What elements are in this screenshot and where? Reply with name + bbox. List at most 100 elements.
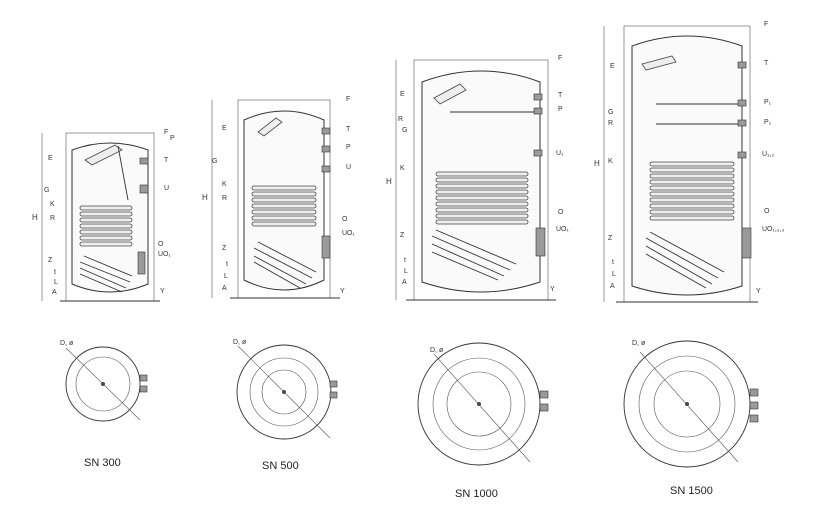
sn1500-label-f: F [764, 21, 768, 28]
sn300-plan-label: D, ø [60, 340, 74, 347]
sn1000-inlet-pipe [433, 83, 467, 105]
sn1500-center-point [685, 402, 689, 406]
sn1000-label-k: K [400, 165, 405, 172]
sn1500-p1-port [737, 99, 747, 107]
sn1000-label-r: R [398, 116, 403, 123]
sn500-t-port [321, 127, 331, 135]
sn300-label-y: Y [160, 288, 165, 295]
sn300-plan-port-1 [139, 374, 148, 382]
sn1500-plan-port-3 [749, 414, 759, 423]
sn1500-plan-label: D, ø [632, 340, 646, 347]
sn300-label-o: O [158, 241, 164, 248]
sn1000-label-uo: UO₁ [556, 226, 570, 233]
sn1000-center-point [477, 402, 481, 406]
sn500-inlet-pipe [257, 117, 283, 137]
sn1500-label-tt: T [764, 60, 769, 67]
sn1500-label-p1: P₁ [764, 99, 772, 106]
sn300-t-port [139, 157, 149, 165]
sn500-label-r: R [222, 195, 227, 202]
sn1000-label-t: t [404, 257, 406, 264]
sn500-flange-port [321, 235, 331, 259]
sn1000-label-f: F [558, 55, 562, 62]
sn500-side-view: H E G K R Z t L A F T P U [202, 96, 356, 299]
sn300-label-z: Z [48, 257, 53, 264]
sn300-anode-rod [117, 145, 129, 201]
sn500-diameter-line [237, 345, 331, 439]
sn500-label-g: G [212, 158, 217, 165]
sn1500-label-o: O [764, 208, 770, 215]
sn300-label-p: P [170, 135, 175, 142]
sn1000-inner-circle [446, 371, 512, 437]
sn1500-label-uo: UO₁,₂,₃ [762, 226, 784, 233]
sn500-plan-view: D, ø SN 500 [233, 339, 338, 472]
sn500-plan-port-1 [329, 380, 338, 388]
sn1500-caption: SN 1500 [670, 485, 713, 497]
sn1000-diameter-line [433, 353, 531, 463]
sn500-p-port [321, 145, 331, 153]
sn1500-plan-port-1 [749, 388, 759, 397]
sn1000-label-tt: T [558, 92, 563, 99]
sn500-label-y: Y [340, 288, 345, 295]
sn1000-u-port [533, 149, 543, 157]
sn500-label-o: O [342, 216, 348, 223]
sn1500-label-a: A [610, 283, 615, 290]
sn300-u-port [139, 184, 149, 194]
sn1500-label-z: Z [608, 235, 613, 242]
sn1000-plan-view: D, ø SN 1000 [417, 342, 549, 500]
sn1500-label-u: U₁,₂ [762, 151, 774, 158]
sn1500-side-view: H E G R K Z t [594, 21, 784, 303]
sn1500-label-p2: P₂ [764, 119, 772, 126]
sn1500-u-port [737, 151, 747, 159]
sn1000-label-l: L [404, 268, 408, 275]
sn300-plan-port-2 [139, 385, 148, 393]
sn500-u-port [321, 165, 331, 173]
sn300-label-h: H [32, 213, 38, 222]
sn1000-middle-circle [432, 357, 526, 451]
sn500-label-t: t [226, 261, 228, 268]
sn300-inlet-pipe [84, 144, 123, 166]
sn1000-plan-port-1 [539, 390, 549, 399]
sn300-label-f: F [164, 129, 168, 136]
sn1500-lower-coil [645, 231, 725, 289]
sn300-inner-circle [75, 356, 131, 412]
sn500-caption: SN 500 [262, 460, 299, 472]
sn500-label-u: U [346, 164, 351, 171]
sn500-plan-label: D, ø [233, 339, 247, 346]
sn300-plan-view: D, ø SN 300 [60, 340, 148, 469]
sn300-label-tt: T [164, 157, 169, 164]
sn300-diameter-line [65, 347, 141, 421]
sn1000-label-u: U₁ [556, 150, 564, 157]
sn1000-caption: SN 1000 [455, 488, 498, 500]
sn1500-p2-port [737, 119, 747, 127]
sn300-label-t: t [54, 269, 56, 276]
sn1500-upper-coil [649, 161, 735, 221]
sn1000-label-p: P [558, 106, 563, 113]
sn500-label-p: P [346, 144, 351, 151]
sn500-inner-circle [261, 369, 307, 415]
sn300-outer-circle [65, 346, 141, 422]
sn1000-label-y: Y [550, 286, 555, 293]
sn500-label-e: E [222, 125, 227, 132]
sn1000-label-g: G [402, 127, 407, 134]
sn1500-label-e: E [610, 63, 615, 70]
sn500-label-k: K [222, 181, 227, 188]
sn1000-label-a: A [402, 279, 407, 286]
sn1000-plan-label: D, ø [430, 347, 444, 354]
sn1000-label-o: O [558, 209, 564, 216]
sn1500-t-port [737, 61, 747, 69]
sn300-flange-port [137, 251, 146, 275]
sn1500-label-r: R [608, 120, 613, 127]
sn300-label-e: E [48, 155, 53, 162]
sn1500-flange-port [741, 227, 752, 259]
sn1500-inner-circle [653, 370, 721, 438]
sn300-label-l: L [54, 279, 58, 286]
sn500-lower-coil [253, 241, 317, 289]
sn300-side-view: H E G K R Z t L A [32, 129, 175, 302]
sn300-label-g: G [44, 187, 49, 194]
sn1000-plan-port-2 [539, 403, 549, 412]
sn1000-label-e: E [400, 91, 405, 98]
sn1000-label-h: H [386, 177, 392, 186]
sn1500-label-y: Y [756, 288, 761, 295]
